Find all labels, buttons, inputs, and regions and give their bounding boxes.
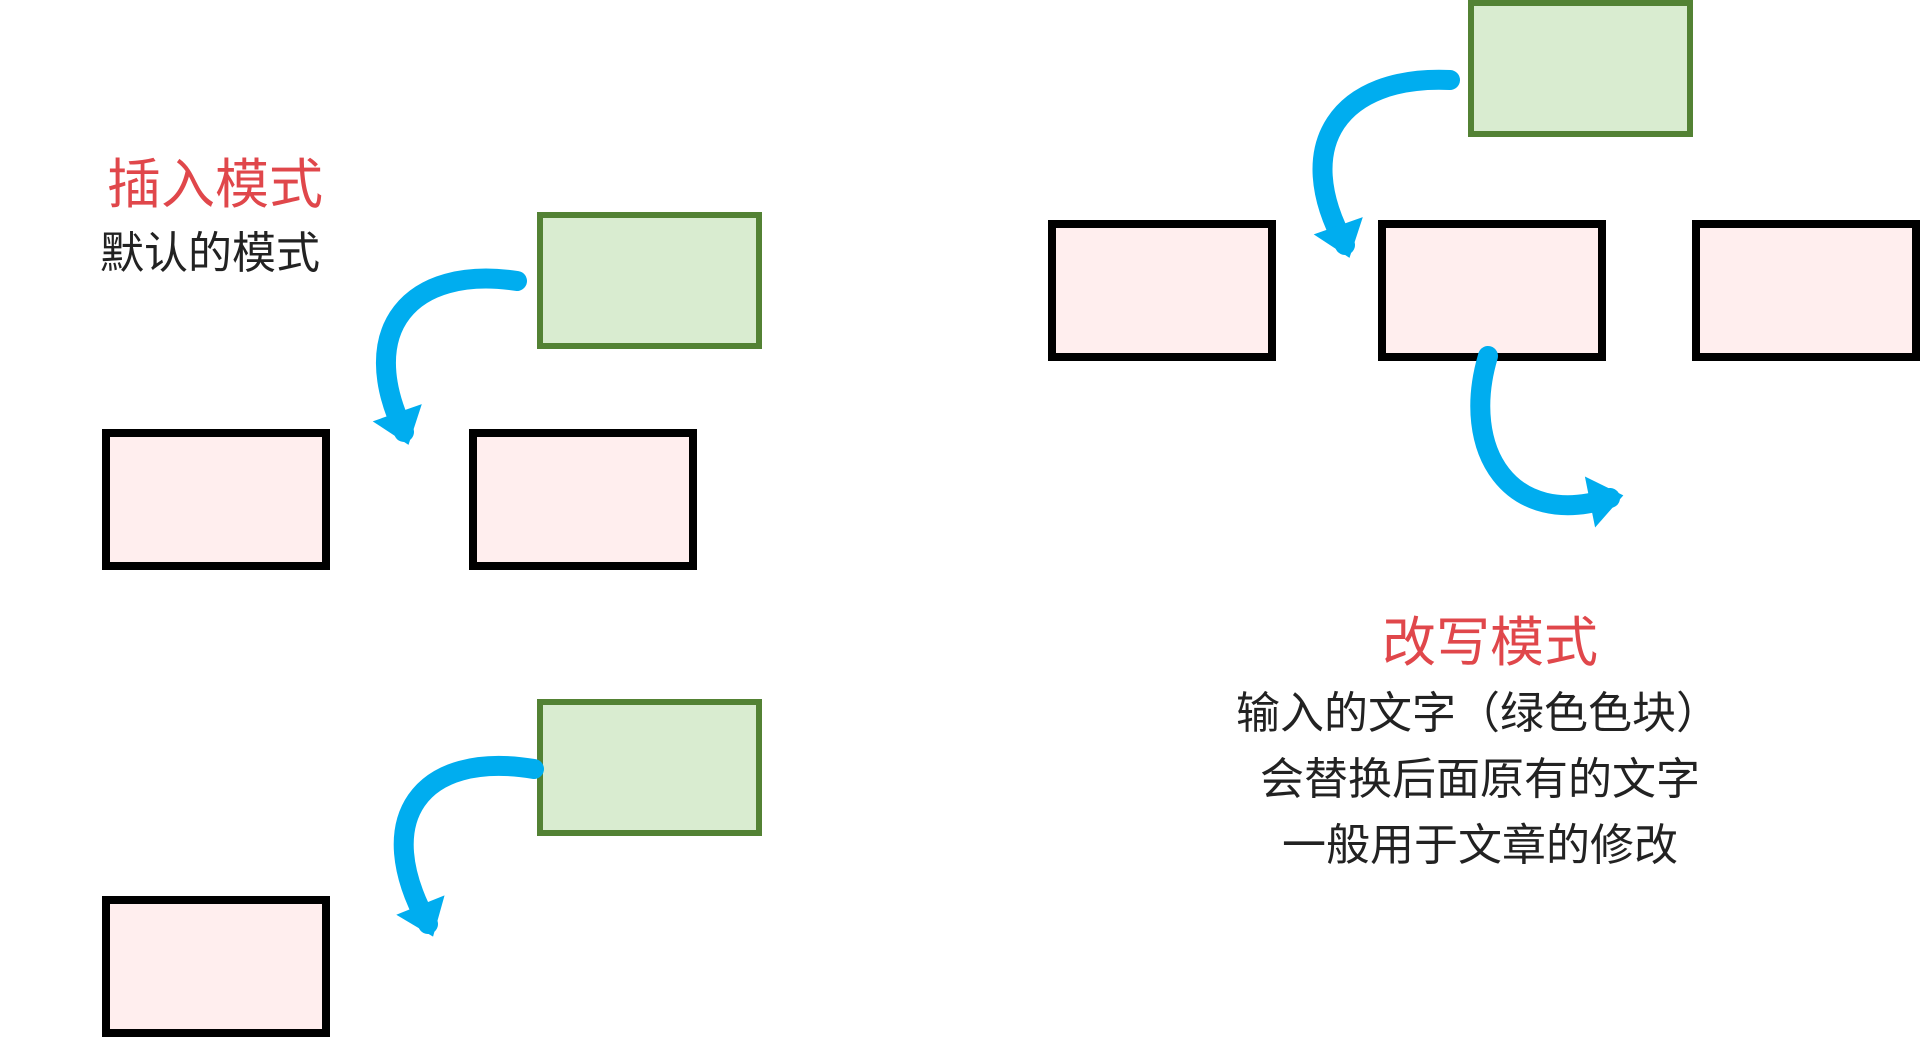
insert-bottom-arrow-shaft xyxy=(393,755,544,934)
overwrite-down-arrow-shaft xyxy=(1312,69,1460,255)
insert-top-right-block xyxy=(469,429,697,570)
overwrite-input-block xyxy=(1468,0,1693,137)
overwrite-out-arrow-shaft xyxy=(1470,346,1620,516)
insert-mode-title: 插入模式 xyxy=(107,153,323,216)
overwrite-replaced-block xyxy=(1378,220,1606,361)
overwrite-right-block xyxy=(1692,220,1920,361)
insert-top-input-block xyxy=(537,212,762,349)
overwrite-mode-title: 改写模式 xyxy=(1382,611,1598,674)
overwrite-down-arrow xyxy=(1312,69,1460,258)
insert-mode-subtitle: 默认的模式 xyxy=(100,228,320,279)
insert-top-arrow-head xyxy=(372,404,422,445)
overwrite-left-block xyxy=(1048,220,1276,361)
insert-bottom-arrow-head xyxy=(396,895,445,937)
insert-top-arrow xyxy=(372,268,527,445)
overwrite-line-2: 会替换后面原有的文字 xyxy=(1260,754,1700,805)
overwrite-out-arrow xyxy=(1470,346,1624,528)
overwrite-line-1: 输入的文字（绿色色块） xyxy=(1236,688,1720,739)
overwrite-down-arrow-head xyxy=(1313,217,1363,258)
overwrite-out-arrow-head xyxy=(1584,476,1624,528)
insert-top-left-block xyxy=(102,429,330,570)
overwrite-line-3: 一般用于文章的修改 xyxy=(1282,820,1678,871)
insert-bottom-block xyxy=(102,896,330,1037)
insert-top-arrow-shaft xyxy=(376,268,527,442)
insert-bottom-arrow xyxy=(393,755,544,937)
